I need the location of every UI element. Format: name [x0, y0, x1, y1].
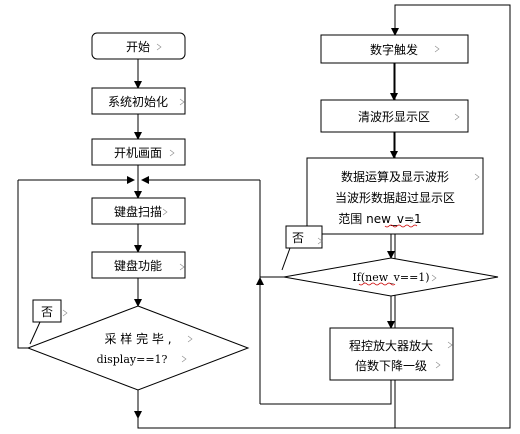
power-on-screen-label: 开机画面 [114, 146, 162, 160]
spellcheck-underline-1 [384, 224, 418, 228]
clear-waveform-node: 清波形显示区 [320, 99, 469, 133]
sampling-decision-line1: 采 样 完 毕 , [104, 331, 171, 346]
para-mark [181, 355, 187, 363]
start-node: 开始 [91, 32, 186, 60]
no-callout-right-pointer [281, 247, 291, 271]
para-mark [179, 263, 185, 271]
init-label: 系统初始化 [108, 95, 168, 109]
no-callout-left: 否 [29, 299, 62, 345]
key-scan-label: 键盘扫描 [114, 204, 162, 219]
key-scan-node: 键盘扫描 [91, 197, 186, 225]
para-mark [454, 113, 460, 121]
para-mark [409, 216, 415, 224]
para-mark [169, 149, 175, 157]
no-loop-left-line [17, 180, 28, 349]
key-function-label: 键盘功能 [114, 258, 162, 273]
start-label: 开始 [126, 40, 150, 54]
para-mark [447, 341, 453, 349]
no-callout-right: 否 [281, 225, 323, 271]
digital-trigger-node: 数字触发 [320, 34, 469, 64]
digital-trigger-label: 数字触发 [370, 42, 418, 57]
new-v-decision-label: If(new_v==1) [352, 271, 429, 284]
outer-return-line [138, 4, 511, 429]
no-callout-left-pointer [29, 321, 41, 345]
para-mark [156, 43, 162, 51]
clear-waveform-label: 清波形显示区 [358, 110, 430, 124]
gain-line1: 程控放大器放大 [349, 338, 433, 353]
para-mark [434, 45, 440, 53]
no-label-left: 否 [41, 305, 53, 319]
gain-return-line [260, 380, 392, 405]
sampling-decision-line2: display==1? [97, 353, 168, 366]
spellcheck-underline-2 [358, 282, 396, 286]
gain-line2: 倍数下降一级 [355, 358, 427, 373]
no-label-right: 否 [292, 231, 304, 245]
init-node: 系统初始化 [91, 87, 186, 115]
compute-line2: 当波形数据超过显示区 [335, 190, 455, 205]
gain-node: 程控放大器放大 倍数下降一级 [329, 327, 454, 381]
new-v-decision-node: If(new_v==1) [283, 257, 499, 297]
para-mark [431, 274, 437, 282]
para-mark [162, 208, 168, 216]
para-mark [62, 309, 68, 317]
key-function-node: 键盘功能 [91, 251, 186, 279]
para-mark [179, 98, 185, 106]
compute-node: 数据运算及显示波形 当波形数据超过显示区 范围 new_v=1 [306, 157, 484, 235]
para-mark [187, 335, 193, 343]
power-on-screen-node: 开机画面 [91, 138, 186, 166]
compute-line1: 数据运算及显示波形 [341, 169, 449, 184]
para-mark [474, 173, 480, 181]
para-mark [435, 361, 441, 369]
compute-line3: 范围 new_v=1 [338, 212, 421, 226]
para-mark [317, 237, 323, 245]
